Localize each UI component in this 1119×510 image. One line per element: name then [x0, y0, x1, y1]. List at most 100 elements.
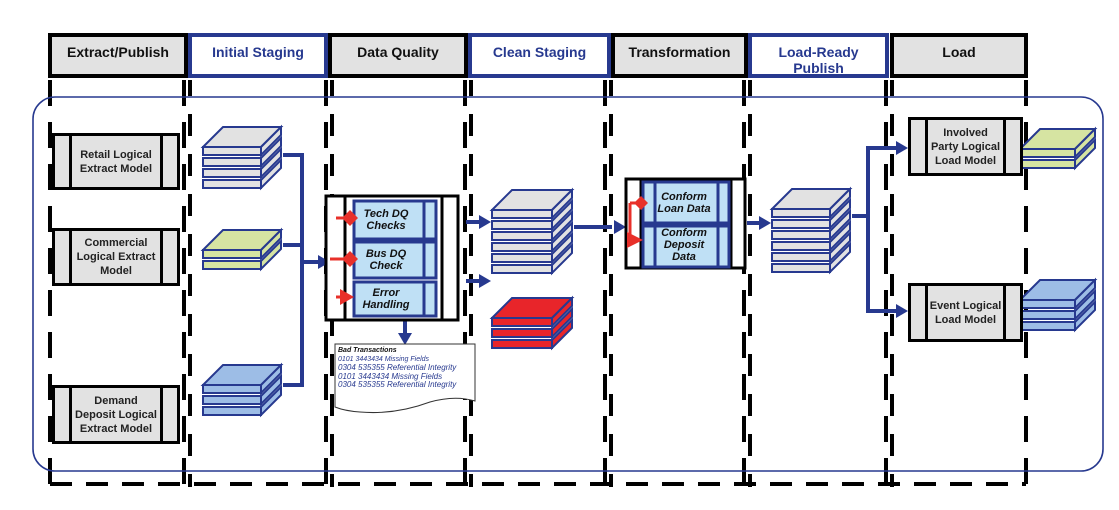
conform-loan-data-step: Conform Loan Data — [657, 191, 711, 215]
flow-arrows — [283, 141, 908, 387]
stage-header-initial-staging: Initial Staging — [188, 33, 328, 78]
stack-layer-side — [551, 187, 573, 221]
stack-layer — [202, 384, 262, 394]
process-boxes — [324, 177, 747, 414]
clean-data-store — [489, 187, 575, 276]
stage-label: Load-Ready Publish — [778, 44, 859, 76]
loadready-input-arrow — [759, 216, 771, 230]
stage-header-data-quality: Data Quality — [328, 33, 468, 78]
error-handling-arrow — [340, 289, 354, 305]
transform-input-arrow — [614, 220, 626, 234]
stack-layer-side — [260, 384, 282, 418]
demand-deposit-staging-store — [200, 362, 284, 418]
bus-dq-diamond — [342, 251, 358, 267]
stage-header-clean-staging: Clean Staging — [468, 33, 611, 78]
party-model-arrow — [896, 141, 908, 155]
tech-dq-diamond — [342, 210, 358, 226]
stack-layer — [1019, 321, 1076, 331]
commercial-logical-extract-model: Commercial Logical Extract Model — [52, 228, 180, 286]
stack-layer — [491, 220, 553, 230]
stack-layer-side — [1074, 126, 1096, 160]
stage-header-extract-publish: Extract/Publish — [48, 33, 188, 78]
event-model-arrow — [896, 304, 908, 318]
pipeline-container — [32, 96, 1104, 472]
load-ready-store — [769, 186, 853, 275]
stack-layer — [1019, 159, 1076, 169]
error-handling-step: Error Handling — [362, 287, 410, 311]
stack-layer — [491, 317, 553, 327]
model-label: Retail Logical Extract Model — [79, 148, 153, 175]
stage-label: Transformation — [628, 44, 731, 60]
event-logical-load-model: Event Logical Load Model — [908, 283, 1023, 342]
stack-layer — [202, 249, 262, 259]
stack-layer — [1019, 310, 1076, 320]
report-row: 0304 535355 Referential Integrity — [338, 380, 457, 389]
error-report-document — [334, 343, 476, 414]
conform-deposit-data-step: Conform Deposit Data — [661, 227, 707, 263]
stack-layer-side — [551, 242, 573, 276]
stack-layer-side — [829, 186, 851, 220]
stack-layer — [771, 230, 831, 240]
error-report-arrow — [398, 333, 412, 345]
stack-layer — [771, 208, 831, 218]
dq-input-arrow — [318, 255, 330, 269]
stack-layer-side — [829, 197, 851, 231]
stack-layer-side — [1074, 299, 1096, 333]
stack-layer-side — [551, 198, 573, 232]
model-label: Commercial Logical Extract Model — [76, 237, 156, 277]
data-stores — [200, 124, 1098, 418]
stack-layer-side — [260, 124, 282, 158]
stage-header-load-ready-publish: Load-Ready Publish — [748, 33, 889, 78]
tech-dq-checks-step: Tech DQ Checks — [363, 208, 409, 232]
stack-layer-side — [551, 209, 573, 243]
stack-layer-side — [260, 146, 282, 180]
model-label: Event Logical Load Model — [929, 299, 1002, 326]
bus-dq-check-step: Bus DQ Check — [365, 248, 407, 272]
initial-staging-merge-line — [283, 153, 304, 387]
stage-label: Clean Staging — [492, 44, 587, 60]
stack-layer — [202, 260, 262, 270]
stack-layer-side — [1074, 288, 1096, 322]
stage-label: Extract/Publish — [67, 44, 169, 60]
rejected-data-store — [489, 295, 575, 351]
stack-layer-side — [829, 241, 851, 275]
stack-layer-side — [551, 220, 573, 254]
reject-input-arrow — [479, 274, 491, 288]
stack-layer — [491, 242, 553, 252]
report-row: 0101 3443434 Missing Fields — [338, 355, 430, 363]
stack-layer — [771, 241, 831, 251]
stack-layer-side — [260, 135, 282, 169]
stack-layer — [771, 219, 831, 229]
report-row: 0304 535355 Referential Integrity — [338, 363, 457, 372]
stack-layer — [771, 263, 831, 273]
stage-label: Data Quality — [357, 44, 439, 60]
stack-layer-side — [829, 219, 851, 253]
stage-header-load: Load — [890, 33, 1028, 78]
conform-deposit-arrow — [627, 232, 643, 248]
report-title: Bad Transactions — [338, 347, 397, 354]
stack-layer-side — [829, 208, 851, 242]
transform-step-box — [641, 180, 731, 225]
stack-layer-side — [260, 362, 282, 396]
stack-layer — [202, 168, 262, 178]
stack-layer — [491, 209, 553, 219]
stack-layer — [202, 395, 262, 405]
stack-layer — [202, 157, 262, 167]
conform-loan-diamond — [634, 196, 648, 210]
lane-dividers — [48, 80, 1028, 487]
stack-layer — [491, 231, 553, 241]
stack-layer — [1019, 148, 1076, 158]
bad-transactions-report: Bad Transactions 0101 3443434 Missing Fi… — [338, 347, 472, 390]
stack-layer-side — [829, 230, 851, 264]
stack-layer — [1019, 299, 1076, 309]
event-target-store — [1017, 277, 1098, 333]
involved-party-logical-load-model: Involved Party Logical Load Model — [908, 117, 1023, 176]
stack-layer — [491, 264, 553, 274]
stack-layer-side — [551, 306, 573, 340]
stack-layer — [202, 146, 262, 156]
dq-step-box — [352, 280, 438, 318]
stack-layer — [202, 179, 262, 189]
stack-layer-side — [551, 295, 573, 329]
demand-deposit-logical-extract-model: Demand Deposit Logical Extract Model — [52, 385, 180, 444]
